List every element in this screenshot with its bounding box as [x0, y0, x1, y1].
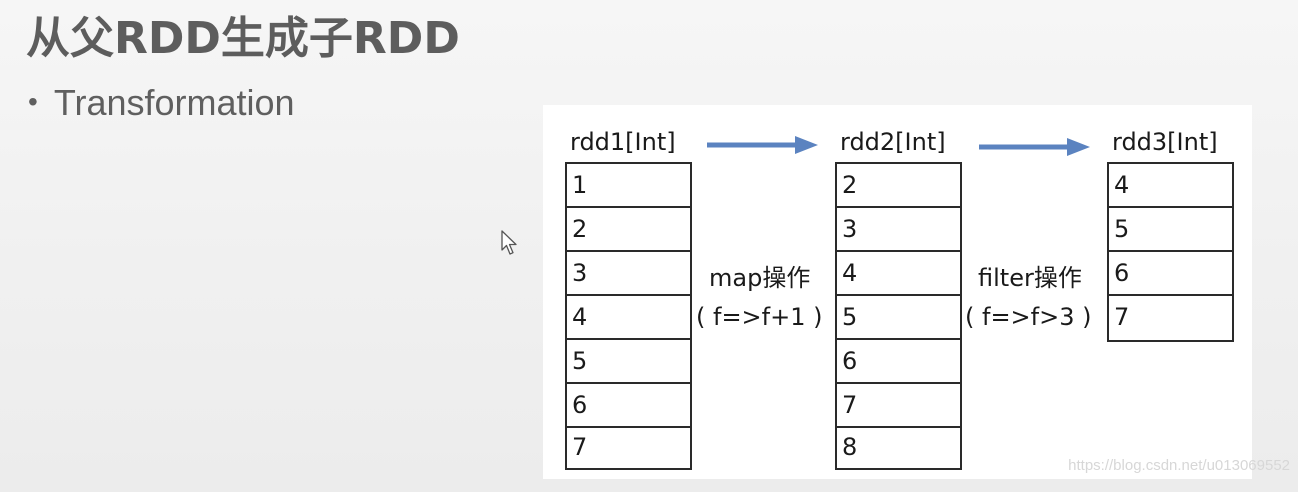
rdd-diagram: rdd1[Int] 1 2 3 4 5 6 7 map操作 ( f=>f+1 )… [543, 105, 1252, 479]
rdd3-cell: 4 [1109, 164, 1232, 208]
watermark-url: https://blog.csdn.net/u013069552 [1068, 457, 1290, 474]
rdd3-cell: 5 [1109, 208, 1232, 252]
filter-operation-label: filter操作 [978, 264, 1082, 292]
rdd1-title: rdd1[Int] [570, 128, 676, 156]
rdd1-cell: 1 [567, 164, 690, 208]
bullet-item: • Transformation [28, 82, 295, 124]
map-function-label: ( f=>f+1 ) [696, 303, 823, 331]
rdd2-cell: 5 [837, 296, 960, 340]
map-operation-label: map操作 [709, 264, 811, 292]
rdd2-title: rdd2[Int] [840, 128, 946, 156]
rdd2-table: 2 3 4 5 6 7 8 [835, 162, 962, 470]
rdd3-cell: 6 [1109, 252, 1232, 296]
rdd2-cell: 2 [837, 164, 960, 208]
rdd1-cell: 7 [572, 433, 588, 461]
bullet-dot-icon: • [28, 86, 38, 117]
slide-title: 从父RDD生成子RDD [26, 13, 460, 64]
rdd1-cell: 3 [567, 252, 690, 296]
arrow-right-icon [707, 136, 818, 154]
rdd3-cell: 7 [1114, 303, 1130, 331]
rdd3-title: rdd3[Int] [1112, 128, 1218, 156]
mouse-pointer-icon [501, 230, 517, 255]
rdd1-cell: 5 [567, 340, 690, 384]
filter-function-label: ( f=>f>3 ) [965, 303, 1092, 331]
rdd2-cell: 6 [837, 340, 960, 384]
rdd1-cell: 6 [567, 384, 690, 428]
rdd2-cell: 8 [842, 433, 858, 461]
rdd2-cell: 3 [837, 208, 960, 252]
arrow-right-icon [979, 138, 1090, 156]
rdd1-table: 1 2 3 4 5 6 7 [565, 162, 692, 470]
bullet-text: Transformation [53, 82, 295, 123]
rdd3-table: 4 5 6 7 [1107, 162, 1234, 342]
rdd1-cell: 4 [567, 296, 690, 340]
rdd2-cell: 4 [837, 252, 960, 296]
rdd2-cell: 7 [837, 384, 960, 428]
rdd1-cell: 2 [567, 208, 690, 252]
